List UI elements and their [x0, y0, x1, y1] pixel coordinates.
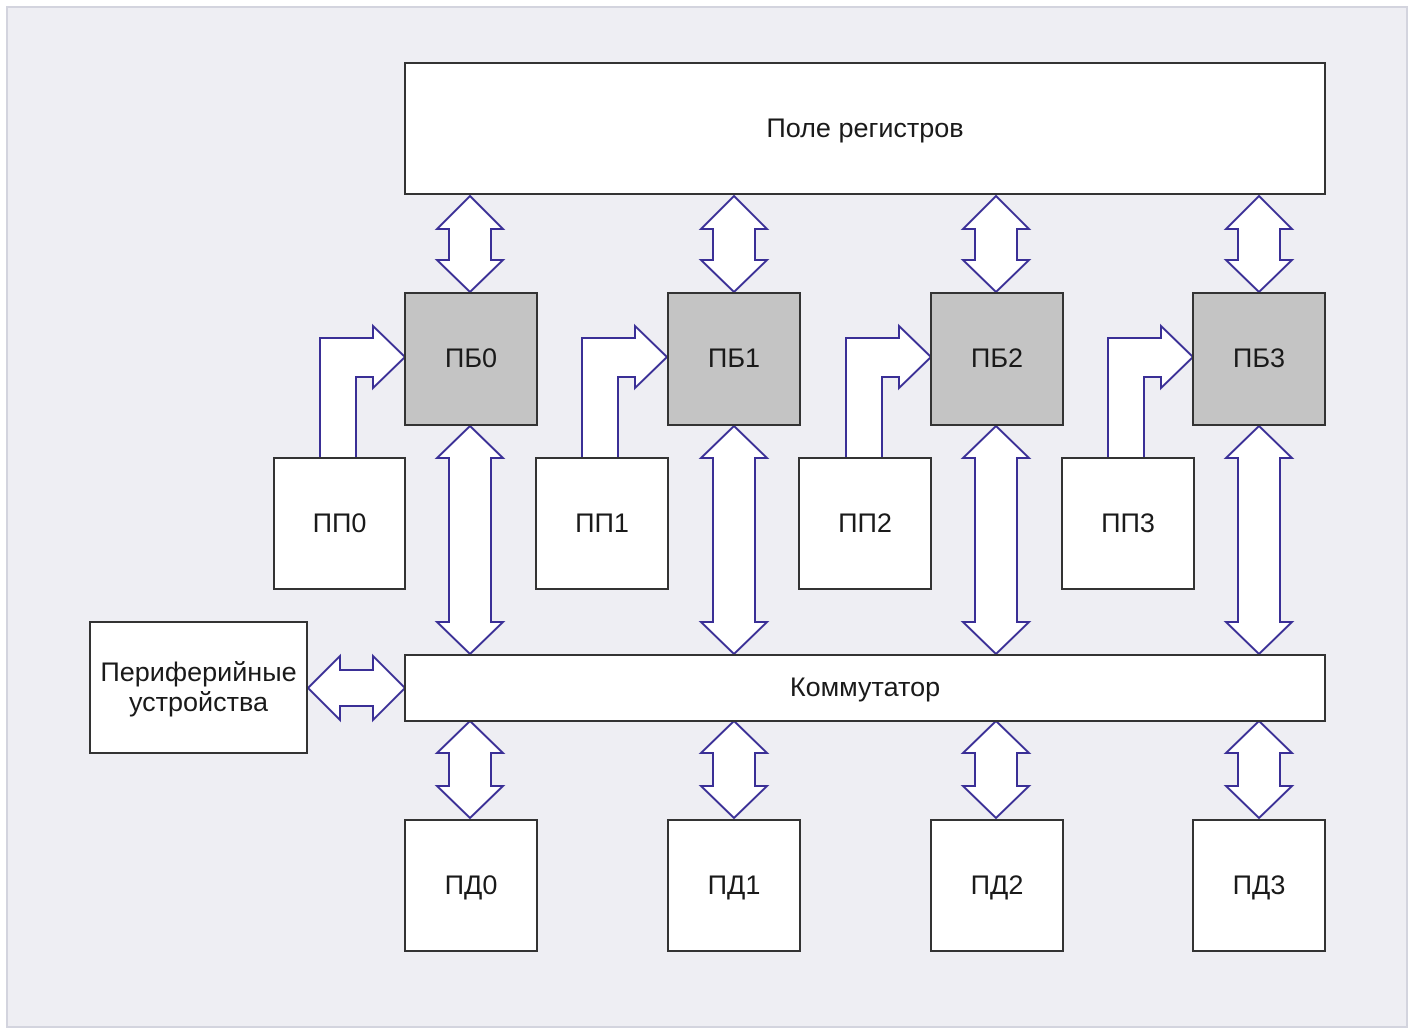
register-field-block: Поле регистров	[404, 62, 1326, 195]
arrow-pp3-pb3	[1107, 323, 1195, 459]
program-memory-label: ПП3	[1101, 507, 1155, 538]
arrow-pb2-switch	[960, 424, 1032, 656]
arrow-pp1-pb1	[581, 323, 669, 459]
switch-block: Коммутатор	[404, 654, 1326, 722]
arrow-switch-pd3	[1223, 719, 1295, 820]
register-field-label: Поле регистров	[766, 112, 964, 143]
peripherals-block: Периферийные устройства	[89, 621, 308, 754]
program-memory-label: ПП2	[838, 507, 892, 538]
peripherals-label: Периферийные устройства	[100, 656, 297, 717]
arrow-pb1-switch	[698, 424, 770, 656]
data-memory-2: ПД2	[930, 819, 1064, 952]
data-memory-label: ПД3	[1232, 869, 1286, 900]
arrow-register-pb0	[434, 194, 506, 294]
arrow-register-pb3	[1223, 194, 1295, 294]
switch-label: Коммутатор	[789, 672, 941, 703]
arrow-peripherals-switch	[306, 653, 407, 723]
data-memory-0: ПД0	[404, 819, 538, 952]
arrow-switch-pd0	[434, 719, 506, 820]
data-memory-label: ПД2	[970, 869, 1024, 900]
program-memory-1: ПП1	[535, 457, 669, 590]
program-memory-2: ПП2	[798, 457, 932, 590]
data-memory-1: ПД1	[667, 819, 801, 952]
execution-unit-3: ПБ3	[1192, 292, 1326, 426]
data-memory-label: ПД1	[707, 869, 761, 900]
data-memory-label: ПД0	[444, 869, 498, 900]
execution-unit-1: ПБ1	[667, 292, 801, 426]
program-memory-0: ПП0	[273, 457, 406, 590]
arrow-pp0-pb0	[319, 323, 407, 459]
data-memory-3: ПД3	[1192, 819, 1326, 952]
execution-unit-label: ПБ1	[707, 343, 761, 374]
arrow-pb3-switch	[1223, 424, 1295, 656]
arrow-register-pb1	[698, 194, 770, 294]
arrow-switch-pd2	[960, 719, 1032, 820]
arrow-register-pb2	[960, 194, 1032, 294]
execution-unit-0: ПБ0	[404, 292, 538, 426]
arrow-pp2-pb2	[845, 323, 933, 459]
arrow-pb0-switch	[434, 424, 506, 656]
execution-unit-label: ПБ3	[1232, 343, 1286, 374]
program-memory-label: ПП1	[575, 507, 629, 538]
arrow-switch-pd1	[698, 719, 770, 820]
program-memory-label: ПП0	[312, 507, 367, 538]
program-memory-3: ПП3	[1061, 457, 1195, 590]
execution-unit-label: ПБ2	[970, 343, 1024, 374]
execution-unit-2: ПБ2	[930, 292, 1064, 426]
execution-unit-label: ПБ0	[444, 343, 498, 374]
